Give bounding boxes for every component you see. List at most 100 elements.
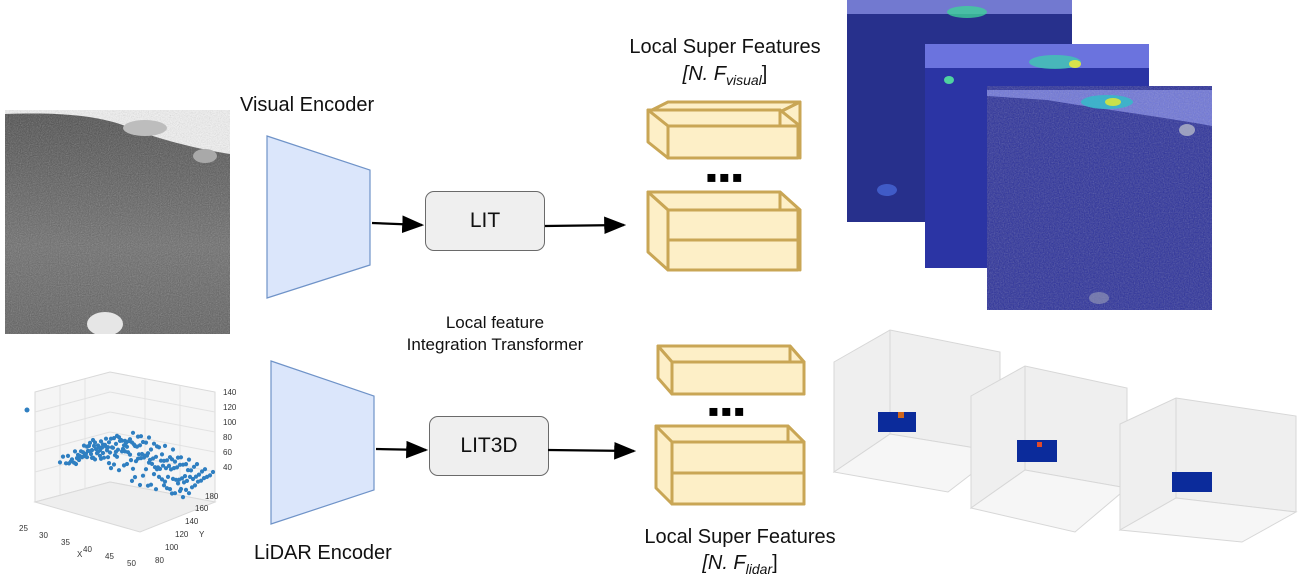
z-tick: 40 xyxy=(223,463,232,472)
lidar-scatter-plot: 25 30 35 40 45 50 X 80 100 120 140 160 1… xyxy=(5,352,245,582)
scatter-point xyxy=(124,461,130,467)
scatter-point xyxy=(172,491,178,496)
scatter-point xyxy=(138,434,144,439)
scatter-point xyxy=(72,449,78,454)
scatter-point xyxy=(172,459,178,464)
notation-subscript: visual xyxy=(725,72,762,88)
scatter-point xyxy=(114,454,120,459)
scatter-point xyxy=(153,454,159,459)
scatter-point xyxy=(63,461,69,466)
lidar-voxel-panel-1 xyxy=(832,329,1002,493)
scatter-point xyxy=(193,474,199,479)
x-tick: 40 xyxy=(83,545,92,554)
scatter-point xyxy=(148,482,154,487)
visual-feature-blocks: ▪▪▪ xyxy=(646,100,802,272)
x-tick: 25 xyxy=(19,524,28,533)
scatter-point xyxy=(173,477,179,482)
scatter-point xyxy=(124,444,130,449)
scatter-point xyxy=(162,443,168,448)
scatter-point xyxy=(146,435,152,440)
scatter-point xyxy=(130,430,136,435)
scatter-point xyxy=(132,475,138,480)
scatter-point xyxy=(178,455,184,460)
arrow-encoder-to-lit xyxy=(371,215,425,234)
lit-caption-line1: Local feature xyxy=(445,313,545,332)
scatter-point xyxy=(183,462,189,467)
scatter-point xyxy=(108,466,114,471)
scatter-point xyxy=(111,436,117,441)
scatter-point xyxy=(170,447,176,452)
y-tick-labels: 80 100 120 140 160 180 Y xyxy=(155,492,225,572)
scatter-point xyxy=(179,476,185,481)
scatter-point xyxy=(198,478,204,483)
scatter-point xyxy=(127,452,133,457)
scatter-point xyxy=(164,458,170,463)
scatter-point xyxy=(140,473,146,478)
scatter-point xyxy=(137,482,143,488)
scatter-point xyxy=(109,445,115,450)
scatter-point xyxy=(188,468,194,473)
notation-subscript: lidar xyxy=(745,561,773,577)
scatter-point xyxy=(175,481,181,486)
scatter-point xyxy=(151,441,157,446)
lit-box: LIT xyxy=(425,191,545,251)
y-tick: 120 xyxy=(175,530,189,539)
terrain-photo xyxy=(5,110,230,334)
scatter-point xyxy=(129,478,135,483)
arrow-lit-to-features xyxy=(544,216,627,235)
scatter-point xyxy=(103,436,109,441)
x-tick: 35 xyxy=(61,538,70,547)
scatter-point xyxy=(144,453,150,458)
scatter-point xyxy=(149,461,155,466)
arrow-encoder-to-lit3d xyxy=(375,440,429,459)
scatter-point xyxy=(157,466,163,471)
visual-encoder-trapezoid xyxy=(266,135,371,299)
scatter-point xyxy=(160,463,166,468)
scatter-point xyxy=(153,487,159,492)
scatter-point xyxy=(182,474,188,479)
scatter-point xyxy=(117,438,123,443)
z-tick: 80 xyxy=(223,433,232,442)
scatter-point xyxy=(156,474,162,479)
scatter-point xyxy=(113,449,119,454)
scatter-point xyxy=(123,440,129,446)
scatter-point xyxy=(116,468,122,473)
scatter-point xyxy=(128,458,134,463)
lidar-features-notation: [N. Flidar] xyxy=(615,552,865,577)
scatter-point xyxy=(167,487,173,492)
scatter-point xyxy=(107,450,113,455)
visual-encoder-label: Visual Encoder xyxy=(240,94,375,116)
scatter-point xyxy=(57,460,63,465)
scatter-point xyxy=(194,462,200,467)
x-tick: 50 xyxy=(127,559,136,568)
scatter-point xyxy=(148,447,154,452)
scatter-point xyxy=(191,464,197,469)
scatter-point xyxy=(187,474,193,479)
scatter-point xyxy=(189,485,195,490)
scatter-point xyxy=(192,483,198,488)
scatter-point xyxy=(113,441,119,446)
scatter-point xyxy=(196,472,202,477)
scatter-point xyxy=(207,473,213,478)
scatter-point xyxy=(190,476,196,482)
y-tick: 180 xyxy=(205,492,219,501)
scatter-point xyxy=(100,450,106,456)
scatter-point xyxy=(159,477,165,482)
z-tick: 140 xyxy=(223,388,237,397)
scatter-point xyxy=(162,479,168,484)
scatter-point xyxy=(101,455,107,460)
scatter-point xyxy=(177,488,183,494)
scatter-point xyxy=(159,452,165,457)
z-tick-labels: 140 120 100 80 60 40 xyxy=(223,388,243,478)
lidar-ellipsis: ▪▪▪ xyxy=(708,401,747,420)
lit3d-label: LIT3D xyxy=(460,434,518,457)
scatter-point xyxy=(166,463,172,468)
scatter-point xyxy=(105,455,111,460)
scatter-point xyxy=(161,483,167,488)
y-tick: 140 xyxy=(185,517,199,526)
notation-prefix: [N. F xyxy=(682,63,726,85)
lit-caption: Local feature Integration Transformer xyxy=(370,312,620,356)
scatter-point xyxy=(169,457,175,462)
scatter-point xyxy=(99,445,105,450)
notation-suffix: ] xyxy=(772,552,778,574)
